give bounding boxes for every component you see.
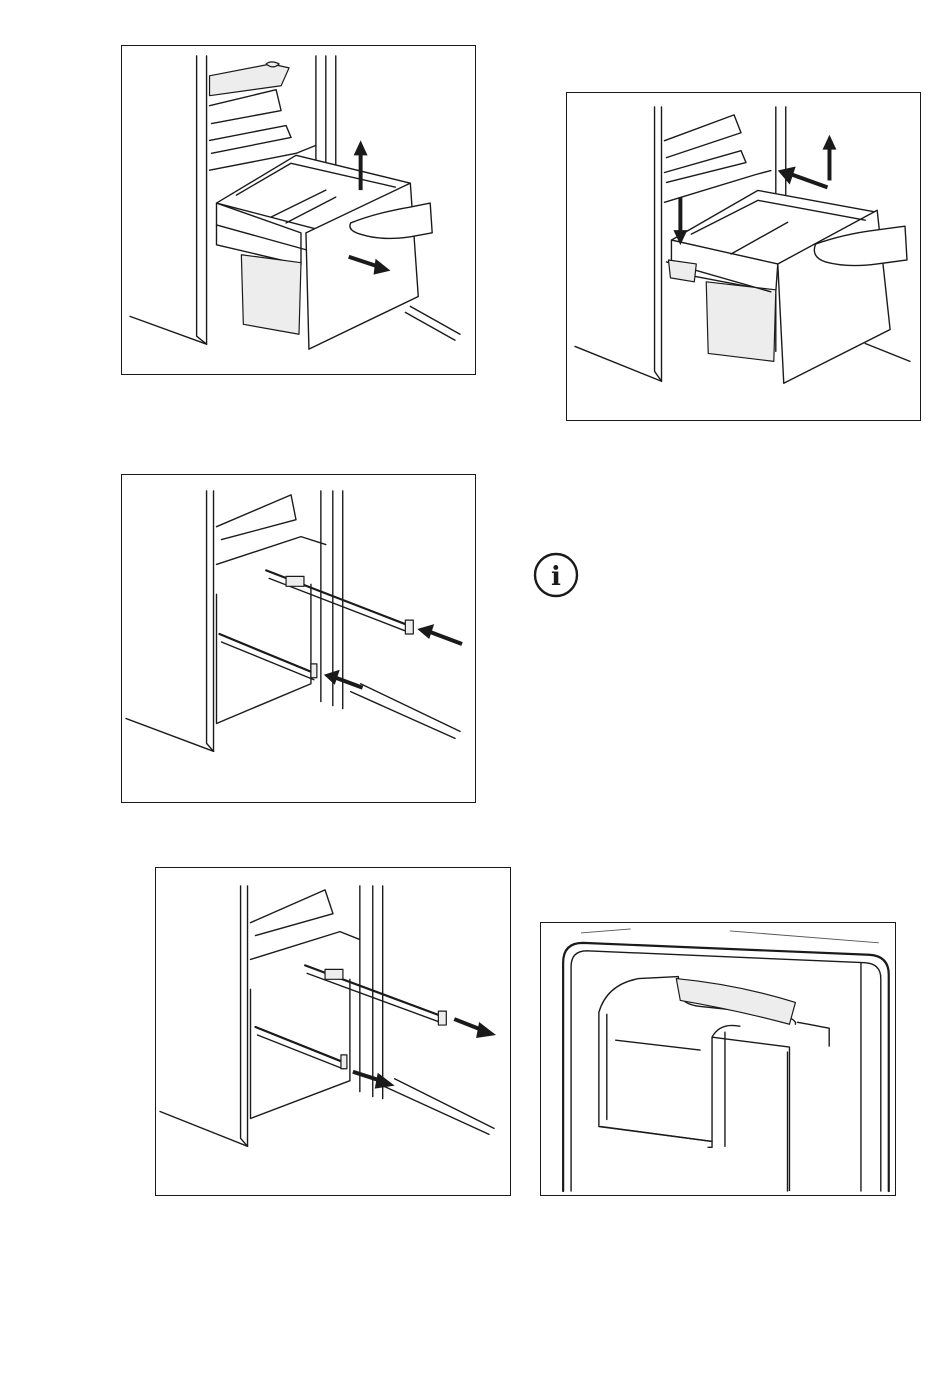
info-icon: i xyxy=(532,551,580,599)
info-icon-graphic: i xyxy=(532,551,580,599)
figure-rails-pull-out xyxy=(155,867,511,1196)
rails-pull-out-illustration xyxy=(156,868,510,1195)
drawer-lift-out-illustration xyxy=(122,46,475,374)
drawer-reinsert-illustration xyxy=(567,93,920,420)
rails-push-in-illustration xyxy=(122,475,475,802)
figure-drawer-reinsert xyxy=(566,92,921,421)
figure-dispenser-recess xyxy=(540,922,896,1196)
dispenser-recess-illustration xyxy=(541,923,895,1195)
figure-drawer-lift-out xyxy=(121,45,476,375)
info-icon-glyph: i xyxy=(551,562,561,592)
figure-rails-push-in xyxy=(121,474,476,803)
